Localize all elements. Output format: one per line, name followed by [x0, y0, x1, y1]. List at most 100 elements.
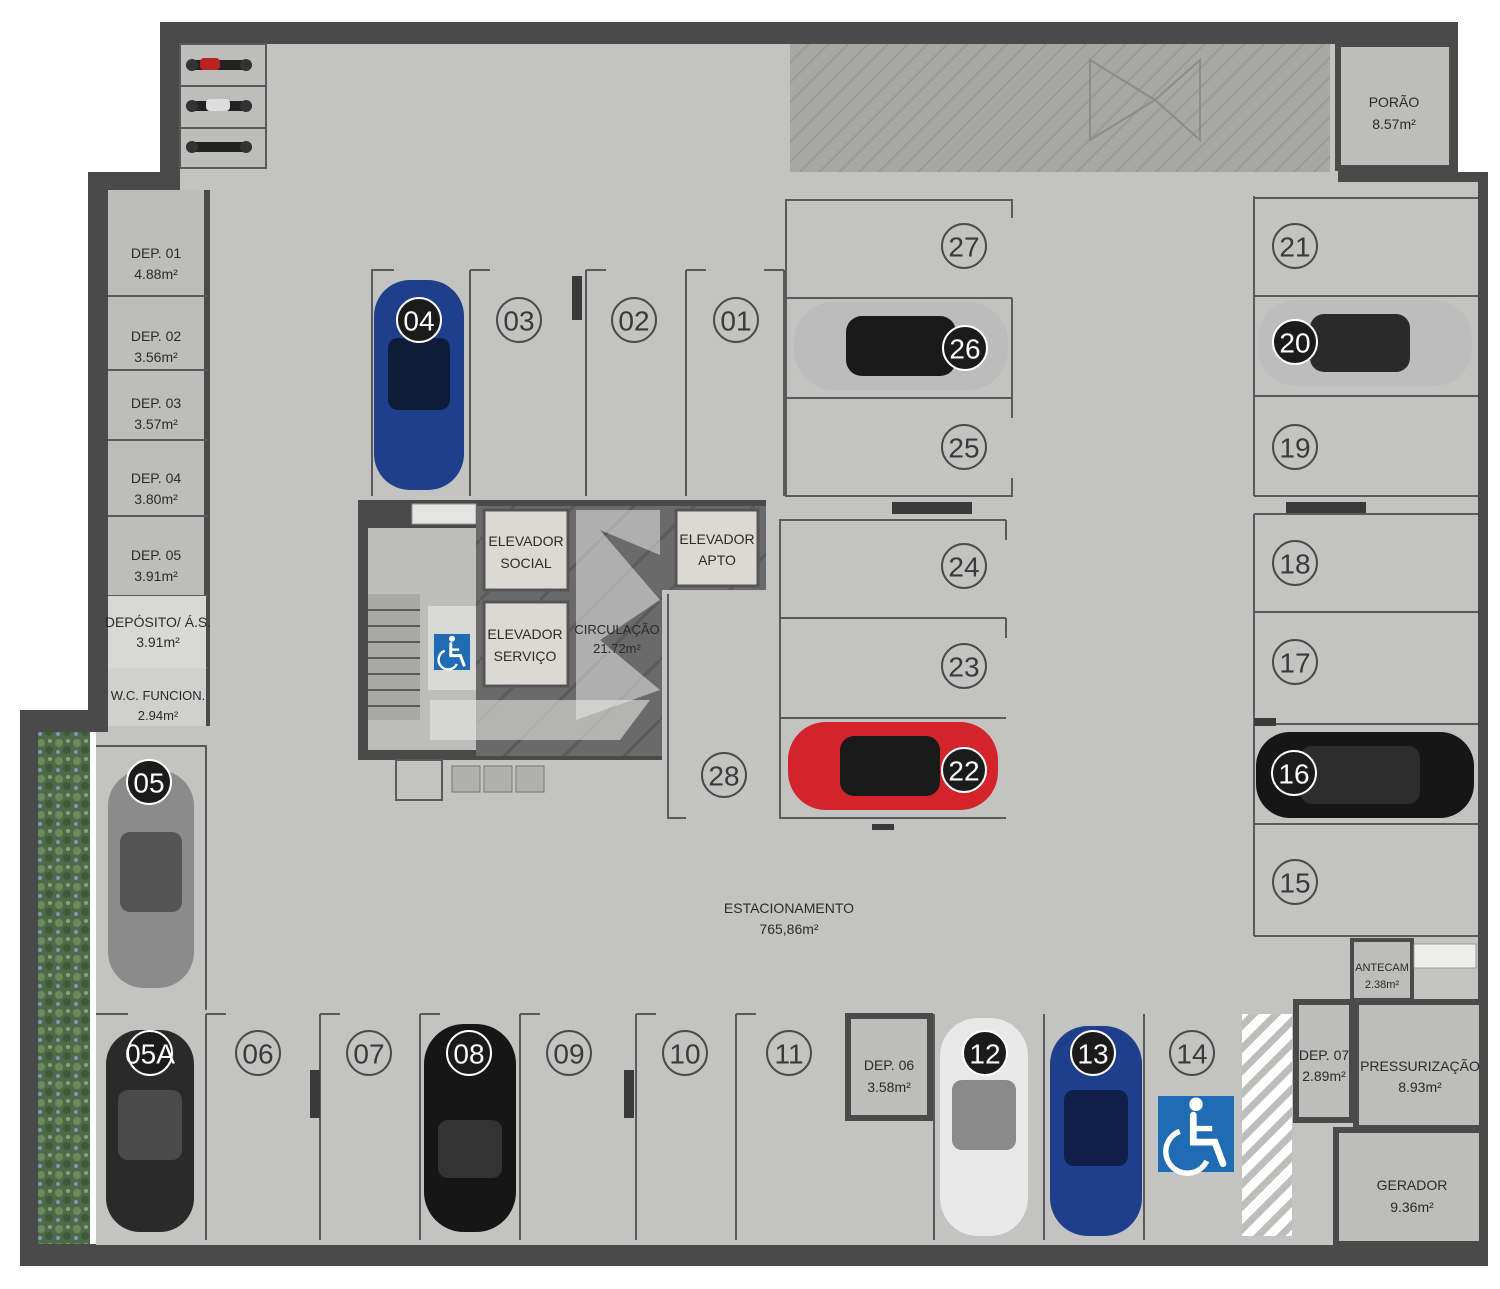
spot-marker: [1272, 859, 1318, 905]
spot-04: 04: [396, 297, 442, 343]
motorcycle-icon: [186, 141, 252, 153]
room-wc-area: 2.94m²: [138, 708, 179, 723]
entrance-ramp: [790, 44, 1330, 172]
room-dep06-area: 3.58m²: [867, 1079, 911, 1095]
room-porao-name: PORÃO: [1369, 94, 1420, 110]
room-dep07: DEP. 07 2.89m²: [1293, 999, 1355, 1123]
spot-marker: [1271, 750, 1317, 796]
elevator-servico-line2: SERVIÇO: [494, 648, 557, 664]
room-wc-name: W.C. FUNCION.: [111, 688, 206, 703]
spot-22: 22: [941, 747, 987, 793]
spot-17: 17: [1272, 639, 1318, 685]
room-dep07-area: 2.89m²: [1302, 1068, 1346, 1084]
room-pressurizacao-area: 8.93m²: [1398, 1079, 1442, 1095]
room-gerador-name: GERADOR: [1377, 1177, 1448, 1193]
motorcycle-icon: [186, 58, 252, 71]
room-dep01: DEP. 01 4.88m²: [131, 245, 182, 282]
spot-number-label: 18: [1279, 549, 1310, 580]
spot-number-label: 01: [720, 306, 751, 337]
spot-marker: [496, 297, 542, 343]
spot-marker: [611, 297, 657, 343]
spot-marker: [713, 297, 759, 343]
spot-marker: [662, 1030, 708, 1076]
spot-marker: [941, 543, 987, 589]
spot-number-label: 02: [618, 306, 649, 337]
room-dep01-name: DEP. 01: [131, 245, 182, 261]
elevator-servico: ELEVADOR SERVIÇO: [482, 600, 570, 688]
room-antecam-name: ANTECAM: [1355, 962, 1409, 974]
stall-lines: [96, 196, 1478, 1240]
spot-marker: [1070, 1030, 1116, 1076]
spot-marker: [1272, 540, 1318, 586]
spot-number-label: 14: [1176, 1039, 1207, 1070]
room-dep02: DEP. 02 3.56m²: [131, 328, 182, 365]
room-dep05: DEP. 05 3.91m²: [131, 547, 182, 584]
spot-marker: [1272, 424, 1318, 470]
spot-number-label: 20: [1279, 328, 1310, 359]
spot-marker: [962, 1030, 1008, 1076]
car-icon: [374, 280, 464, 490]
spot-09: 09: [546, 1030, 592, 1076]
wheelchair-icon: [434, 634, 470, 671]
spot-05A: 05A: [125, 1030, 175, 1076]
spot-marker: [127, 1030, 173, 1076]
accessible-aisle: [1242, 1014, 1292, 1236]
car-icon: [788, 722, 998, 810]
spot-number-label: 04: [403, 306, 434, 337]
spot-05: 05: [126, 759, 172, 805]
wheelchair-icon: [1158, 1096, 1234, 1173]
spot-number-label: 25: [948, 433, 979, 464]
room-estacionamento-area: 765,86m²: [759, 921, 818, 937]
spot-marker: [346, 1030, 392, 1076]
room-circulacao-name: CIRCULAÇÃO: [574, 622, 659, 637]
spot-number-label: 24: [948, 552, 979, 583]
room-gerador-area: 9.36m²: [1390, 1199, 1434, 1215]
room-dep04: DEP. 04 3.80m²: [131, 470, 182, 507]
room-dep01-area: 4.88m²: [134, 266, 178, 282]
spot-20: 20: [1272, 319, 1318, 365]
car-icon: [940, 1018, 1028, 1236]
room-pressurizacao: PRESSURIZAÇÃO 8.93m²: [1353, 999, 1485, 1131]
room-dep02-area: 3.56m²: [134, 349, 178, 365]
spot-number-label: 15: [1279, 868, 1310, 899]
spot-03: 03: [496, 297, 542, 343]
spot-number-label: 12: [969, 1039, 1000, 1070]
room-porao-area: 8.57m²: [1372, 116, 1416, 132]
spot-marker: [941, 223, 987, 269]
spot-number-label: 22: [948, 756, 979, 787]
spot-marker: [942, 325, 988, 371]
room-porao: PORÃO 8.57m²: [1335, 41, 1455, 171]
spot-number-label: 23: [948, 652, 979, 683]
spot-21: 21: [1272, 223, 1318, 269]
spot-number-label: 06: [242, 1039, 273, 1070]
motorcycle-icon: [186, 99, 252, 112]
room-dep05-area: 3.91m²: [134, 568, 178, 584]
room-dep03-area: 3.57m²: [134, 416, 178, 432]
car-icon: [1256, 732, 1474, 818]
room-estacionamento-name: ESTACIONAMENTO: [724, 900, 854, 916]
room-dep03-name: DEP. 03: [131, 395, 182, 411]
room-dep03: DEP. 03 3.57m²: [131, 395, 182, 432]
spot-marker: [766, 1030, 812, 1076]
elevator-apto-line1: ELEVADOR: [679, 531, 754, 547]
stairs: [368, 594, 420, 720]
spot-marker: [446, 1030, 492, 1076]
room-circulacao-area: 21.72m²: [593, 641, 641, 656]
spot-13: 13: [1070, 1030, 1116, 1076]
room-pressurizacao-name: PRESSURIZAÇÃO: [1360, 1058, 1480, 1074]
spot-number-label: 21: [1279, 232, 1310, 263]
elevator-apto-line2: APTO: [698, 552, 736, 568]
core-benches: [395, 759, 545, 801]
spot-number-label: 27: [948, 232, 979, 263]
spot-07: 07: [346, 1030, 392, 1076]
room-wc: W.C. FUNCION. 2.94m²: [111, 688, 206, 723]
spot-14: 14: [1169, 1030, 1215, 1076]
spot-number-label: 08: [453, 1039, 484, 1070]
room-dep05-name: DEP. 05: [131, 547, 182, 563]
spot-06: 06: [235, 1030, 281, 1076]
room-deposito-name: DEPÓSITO/ Á.S.: [105, 614, 211, 630]
spot-marker: [235, 1030, 281, 1076]
spot-marker: [546, 1030, 592, 1076]
